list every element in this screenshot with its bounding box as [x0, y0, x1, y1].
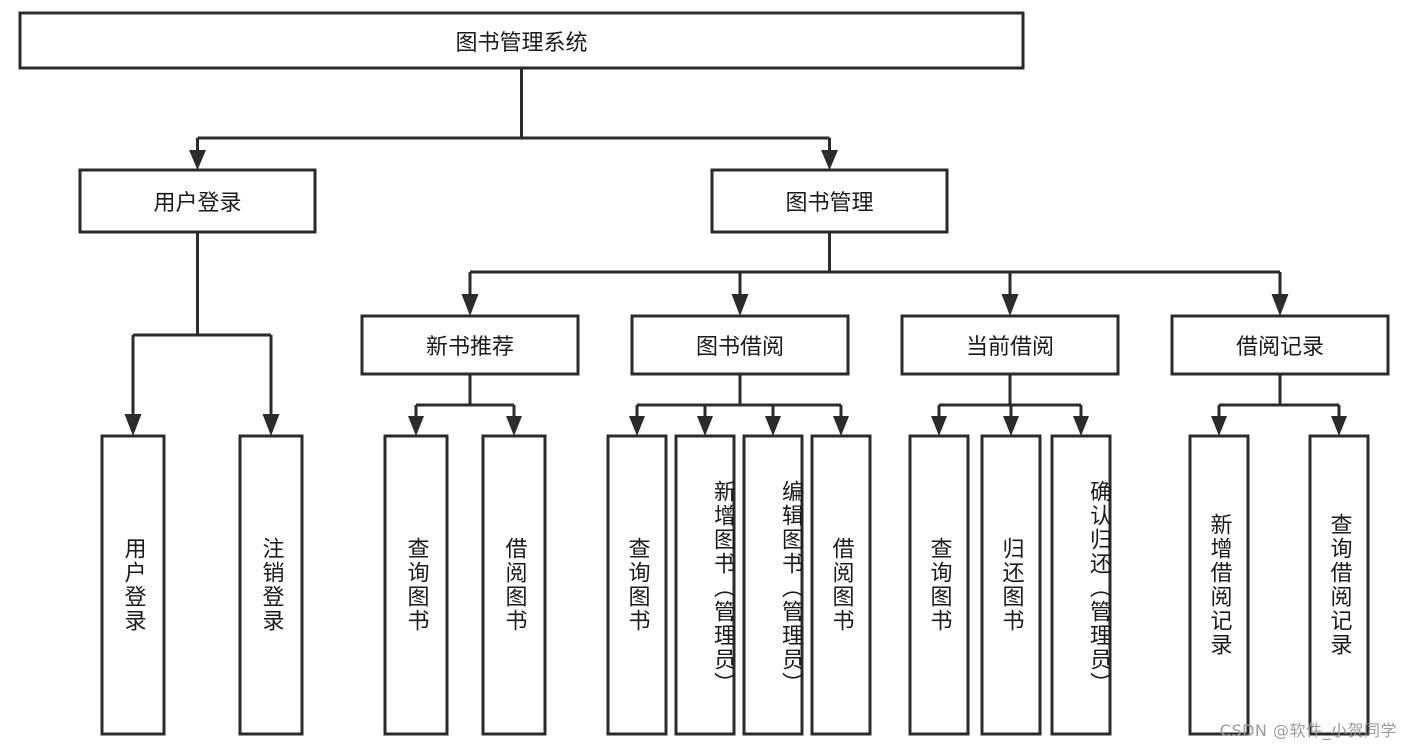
arrow-borrow-leaf-0: [629, 416, 645, 436]
arrow-root-to-book-mgmt: [821, 150, 838, 170]
arrow-bookmgmt-to-new: [461, 294, 479, 316]
arrow-borrow-leaf-3: [833, 416, 849, 436]
leaf-box-borrow-book[interactable]: [810, 434, 872, 736]
arrow-current-leaf-0: [931, 416, 947, 436]
leaf-box-user-login[interactable]: [100, 434, 166, 736]
arrow-current-leaf-1: [1003, 416, 1019, 436]
arrow-root-to-user-login: [189, 150, 206, 170]
leaf-box-query-book-new[interactable]: [383, 434, 449, 736]
leaf-box-confirm-return-admin[interactable]: [1050, 434, 1112, 736]
arrow-userlogin-leaf-0: [124, 414, 142, 436]
arrow-new-leaf-0: [408, 416, 424, 436]
arrow-record-leaf-1: [1331, 416, 1347, 436]
leaf-box-query-book-current[interactable]: [908, 434, 970, 736]
leaf-box-logout[interactable]: [238, 434, 304, 736]
leaf-box-add-borrow-record[interactable]: [1188, 434, 1250, 736]
watermark-text: CSDN @软件_小贺同学: [1219, 721, 1397, 740]
arrow-bookmgmt-to-borrow: [731, 294, 749, 316]
arrow-record-leaf-0: [1211, 416, 1227, 436]
leaf-box-query-book-borrow[interactable]: [606, 434, 668, 736]
leaf-box-add-book-admin[interactable]: [674, 434, 736, 736]
arrow-bookmgmt-to-record: [1271, 294, 1289, 316]
node-root[interactable]: [18, 11, 1025, 70]
leaf-box-edit-book-admin[interactable]: [742, 434, 804, 736]
leaf-box-return-book[interactable]: [980, 434, 1042, 736]
edges-layer: [124, 68, 1347, 436]
node-user-login[interactable]: [78, 168, 317, 234]
arrow-borrow-leaf-2: [765, 416, 781, 436]
node-new-book-recommend[interactable]: [360, 314, 580, 376]
leaf-box-borrow-book-new[interactable]: [481, 434, 547, 736]
leaf-box-query-borrow-record[interactable]: [1308, 434, 1370, 736]
arrow-borrow-leaf-1: [697, 416, 713, 436]
node-book-management[interactable]: [710, 168, 949, 234]
node-borrow-record[interactable]: [1170, 314, 1390, 376]
arrow-current-leaf-2: [1073, 416, 1089, 436]
arrow-new-leaf-1: [506, 416, 522, 436]
node-current-borrow[interactable]: [900, 314, 1120, 376]
arrow-userlogin-leaf-1: [262, 414, 280, 436]
node-book-borrow[interactable]: [630, 314, 850, 376]
arrow-bookmgmt-to-current: [1001, 294, 1019, 316]
boxes-layer: [18, 11, 1390, 736]
